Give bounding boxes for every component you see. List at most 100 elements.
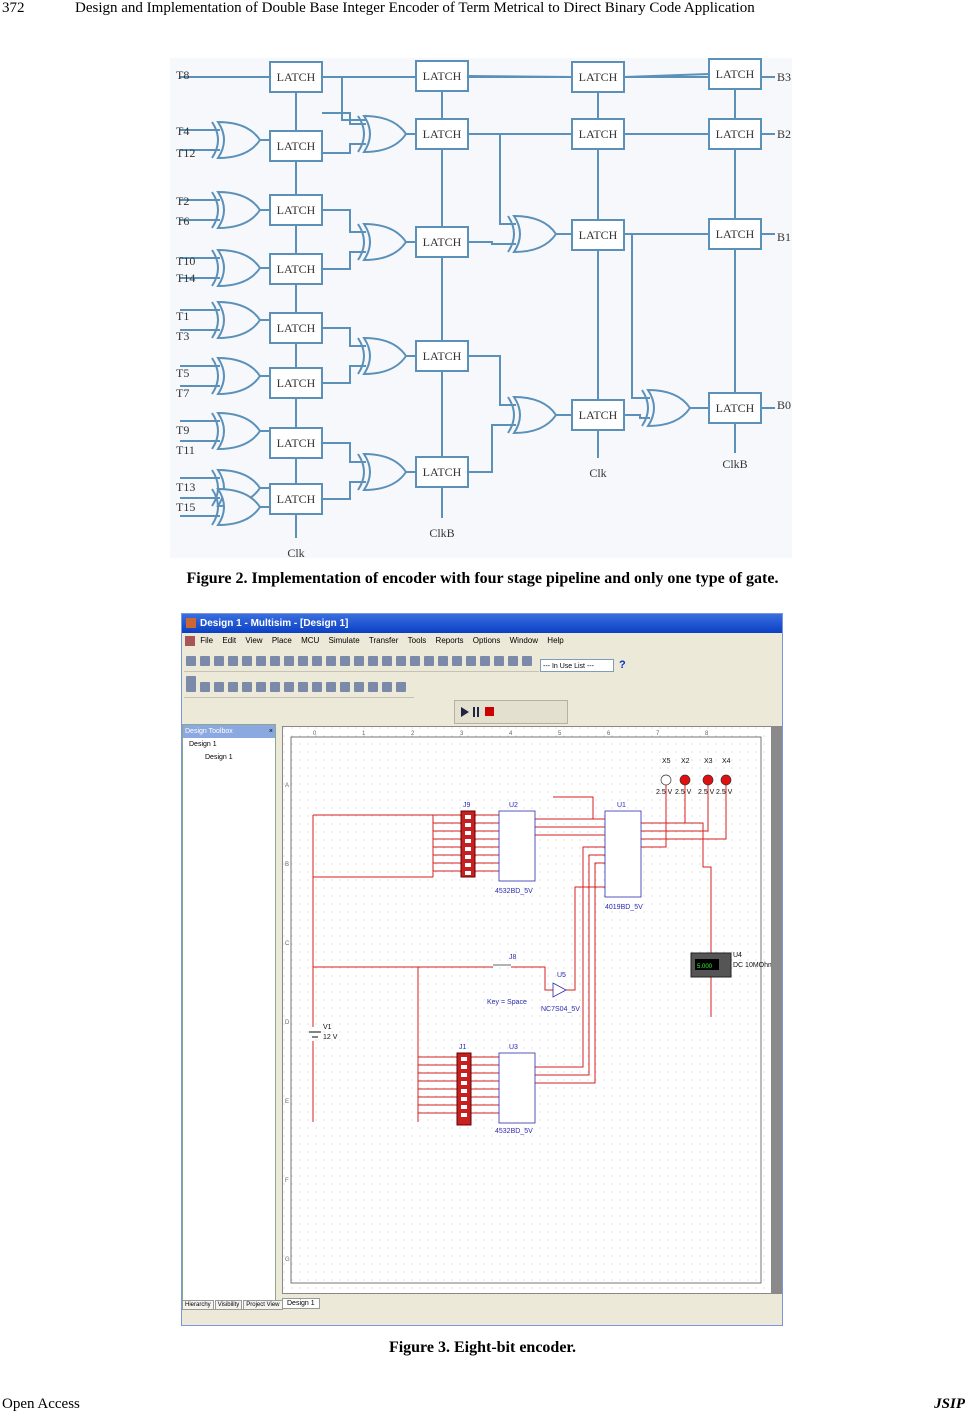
xor-gate xyxy=(211,190,262,230)
run-simulation-icon[interactable] xyxy=(461,707,469,717)
toolbar-button-icon[interactable] xyxy=(382,682,392,692)
xor-gate xyxy=(507,214,558,254)
pause-simulation-icon[interactable] xyxy=(473,707,479,717)
toolbar-button-icon[interactable] xyxy=(200,656,210,666)
ruler-row-label: A xyxy=(285,783,289,789)
toolbar-button-icon[interactable] xyxy=(186,676,196,686)
toolbar-button-icon[interactable] xyxy=(256,656,266,666)
menu-place[interactable]: Place xyxy=(271,636,292,645)
toolbar-button-icon[interactable] xyxy=(200,682,210,692)
latch-label: LATCH xyxy=(716,227,755,241)
input-label-t9: T9 xyxy=(176,423,189,437)
toolbar-button-icon[interactable] xyxy=(382,656,392,666)
toolbar-button-icon[interactable] xyxy=(298,682,308,692)
xor-body xyxy=(216,300,262,340)
ruler-row-label: E xyxy=(285,1099,289,1105)
page-number: 372 xyxy=(2,0,25,16)
tree-item-design-root[interactable]: Design 1 xyxy=(189,741,217,748)
toolbar-button-icon[interactable] xyxy=(284,682,294,692)
mux-u1 xyxy=(604,810,642,898)
xor-body xyxy=(216,487,262,527)
menu-options[interactable]: Options xyxy=(472,636,501,645)
input-label-t2: T2 xyxy=(176,194,189,208)
tab-project-view[interactable]: Project View xyxy=(243,1300,283,1310)
wire xyxy=(341,77,366,121)
menu-view[interactable]: View xyxy=(245,636,263,645)
latch: LATCH xyxy=(571,118,625,150)
output-label-b0: B0 xyxy=(777,398,791,412)
tab-hierarchy[interactable]: Hierarchy xyxy=(182,1300,214,1310)
toolbar-button-icon[interactable] xyxy=(494,656,504,666)
toolbar-button-icon[interactable] xyxy=(466,656,476,666)
toolbar-button-icon[interactable] xyxy=(396,682,406,692)
toolbar-button-icon[interactable] xyxy=(522,656,532,666)
toolbar-button-icon[interactable] xyxy=(312,656,322,666)
menu-reports[interactable]: Reports xyxy=(435,636,464,645)
component-v1-value: 12 V xyxy=(323,1034,338,1041)
tab-visibility[interactable]: Visibility xyxy=(214,1300,243,1310)
menu-edit[interactable]: Edit xyxy=(222,636,237,645)
xor-body xyxy=(512,395,558,435)
latch: LATCH xyxy=(269,61,323,93)
menu-transfer[interactable]: Transfer xyxy=(368,636,399,645)
tree-item-design-sheet[interactable]: Design 1 xyxy=(205,754,233,761)
vertical-scrollbar[interactable] xyxy=(772,726,782,1294)
toolbar-button-icon[interactable] xyxy=(186,656,196,666)
toolbar-button-icon[interactable] xyxy=(340,656,350,666)
menu-window[interactable]: Window xyxy=(509,636,539,645)
latch: LATCH xyxy=(415,118,469,150)
xor-body xyxy=(362,222,408,262)
toolbar-button-icon[interactable] xyxy=(256,682,266,692)
toolbar-button-icon[interactable] xyxy=(368,682,378,692)
toolbar-button-icon[interactable] xyxy=(298,656,308,666)
toolbar-button-icon[interactable] xyxy=(368,656,378,666)
toolbar-button-icon[interactable] xyxy=(354,656,364,666)
toolbar-button-icon[interactable] xyxy=(228,682,238,692)
toolbar-button-icon[interactable] xyxy=(326,656,336,666)
toolbar-button-icon[interactable] xyxy=(214,682,224,692)
latch: LATCH xyxy=(415,60,469,92)
toolbar-button-icon[interactable] xyxy=(228,656,238,666)
toolbar-button-icon[interactable] xyxy=(214,656,224,666)
sheet-tab-design-1[interactable]: Design 1 xyxy=(282,1298,320,1309)
toolbar-button-icon[interactable] xyxy=(438,656,448,666)
ruler-row-label: B xyxy=(285,862,289,868)
toolbar-button-icon[interactable] xyxy=(452,656,462,666)
menu-tools[interactable]: Tools xyxy=(407,636,427,645)
toolbar-button-icon[interactable] xyxy=(242,656,252,666)
toolbar-button-icon[interactable] xyxy=(354,682,364,692)
toolbar-button-icon[interactable] xyxy=(186,682,196,692)
window-titlebar[interactable]: Design 1 - Multisim - [Design 1] xyxy=(182,614,782,633)
in-use-list-dropdown[interactable]: --- In Use List --- xyxy=(540,659,614,672)
close-icon[interactable]: × xyxy=(268,728,273,735)
menu-mcu[interactable]: MCU xyxy=(301,636,320,645)
latch-box xyxy=(571,219,625,251)
menu-simulate[interactable]: Simulate xyxy=(328,636,360,645)
toolbar-button-icon[interactable] xyxy=(326,682,336,692)
toolbar-button-icon[interactable] xyxy=(270,682,280,692)
help-icon[interactable]: ? xyxy=(619,659,626,671)
footer-open-access: Open Access xyxy=(2,1396,80,1412)
xor-body xyxy=(216,356,262,396)
toolbar-button-icon[interactable] xyxy=(508,656,518,666)
toolbar-button-icon[interactable] xyxy=(396,656,406,666)
menu-file[interactable]: File xyxy=(200,636,214,645)
key-label: Key = Space xyxy=(487,999,527,1006)
toolbar-button-icon[interactable] xyxy=(270,656,280,666)
latch: LATCH xyxy=(269,130,323,162)
window-title: Design 1 - Multisim - [Design 1] xyxy=(200,618,349,629)
toolbar-button-icon[interactable] xyxy=(312,682,322,692)
toolbar-button-icon[interactable] xyxy=(480,656,490,666)
latch-box xyxy=(269,367,323,399)
latch-label: LATCH xyxy=(423,127,462,141)
toolbar-button-icon[interactable] xyxy=(424,656,434,666)
toolbar-button-icon[interactable] xyxy=(284,656,294,666)
stop-simulation-icon[interactable] xyxy=(485,707,494,716)
toolbar-button-icon[interactable] xyxy=(410,656,420,666)
dip-switch-key xyxy=(461,1057,467,1061)
component-u5-label: U5 xyxy=(557,972,566,979)
menu-help[interactable]: Help xyxy=(547,636,564,645)
toolbar-button-icon[interactable] xyxy=(242,682,252,692)
toolbar-button-icon[interactable] xyxy=(340,682,350,692)
